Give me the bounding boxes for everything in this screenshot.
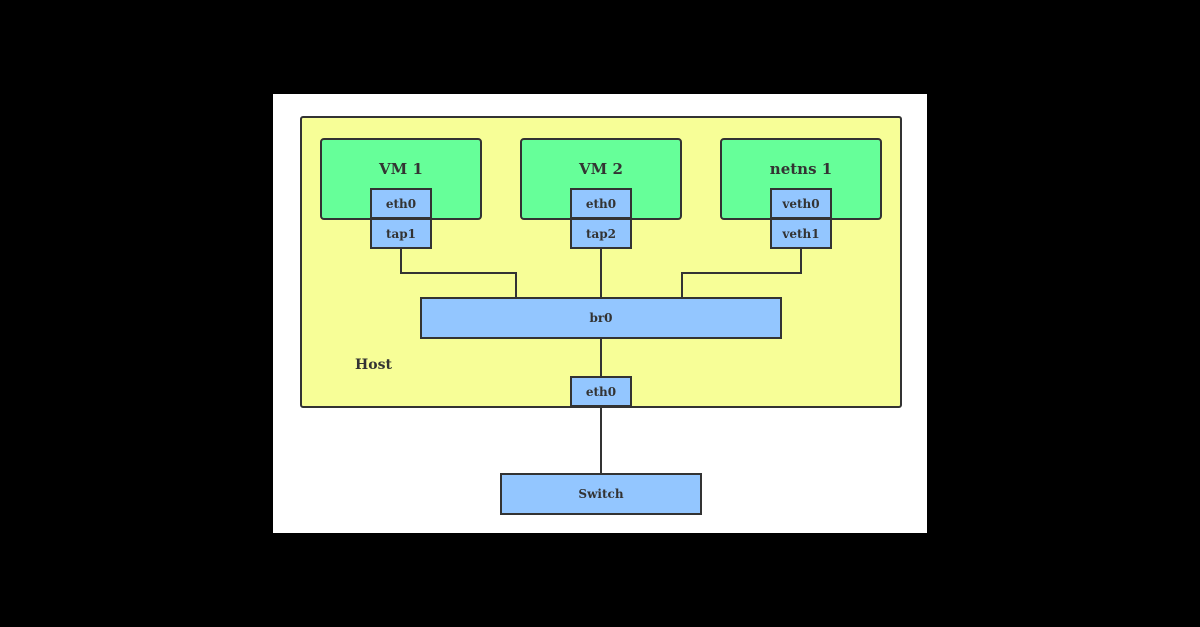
- iface-veth1-label: veth1: [782, 226, 820, 241]
- iface-host-eth0: eth0: [570, 376, 632, 407]
- iface-tap2: tap2: [570, 218, 632, 249]
- iface-tap1-label: tap1: [385, 226, 417, 241]
- guest-netns1-label: netns 1: [769, 160, 833, 178]
- iface-veth1: veth1: [770, 218, 832, 249]
- bridge-br0: br0: [420, 297, 782, 339]
- bridge-br0-label: br0: [589, 311, 613, 325]
- iface-vm2-eth0: eth0: [570, 188, 632, 219]
- iface-vm1-eth0: eth0: [370, 188, 432, 219]
- iface-veth0-label: veth0: [782, 196, 820, 211]
- host-label: Host: [355, 357, 392, 373]
- iface-veth0: veth0: [770, 188, 832, 219]
- guest-vm1-label: VM 1: [379, 160, 423, 178]
- iface-tap1: tap1: [370, 218, 432, 249]
- iface-tap2-label: tap2: [585, 226, 617, 241]
- switch-box: Switch: [500, 473, 702, 515]
- iface-host-eth0-label: eth0: [585, 384, 617, 399]
- iface-vm2-eth0-label: eth0: [585, 196, 617, 211]
- guest-vm2-label: VM 2: [579, 160, 623, 178]
- guest-vm1: VM 1: [320, 138, 482, 220]
- switch-label: Switch: [578, 487, 624, 501]
- iface-vm1-eth0-label: eth0: [385, 196, 417, 211]
